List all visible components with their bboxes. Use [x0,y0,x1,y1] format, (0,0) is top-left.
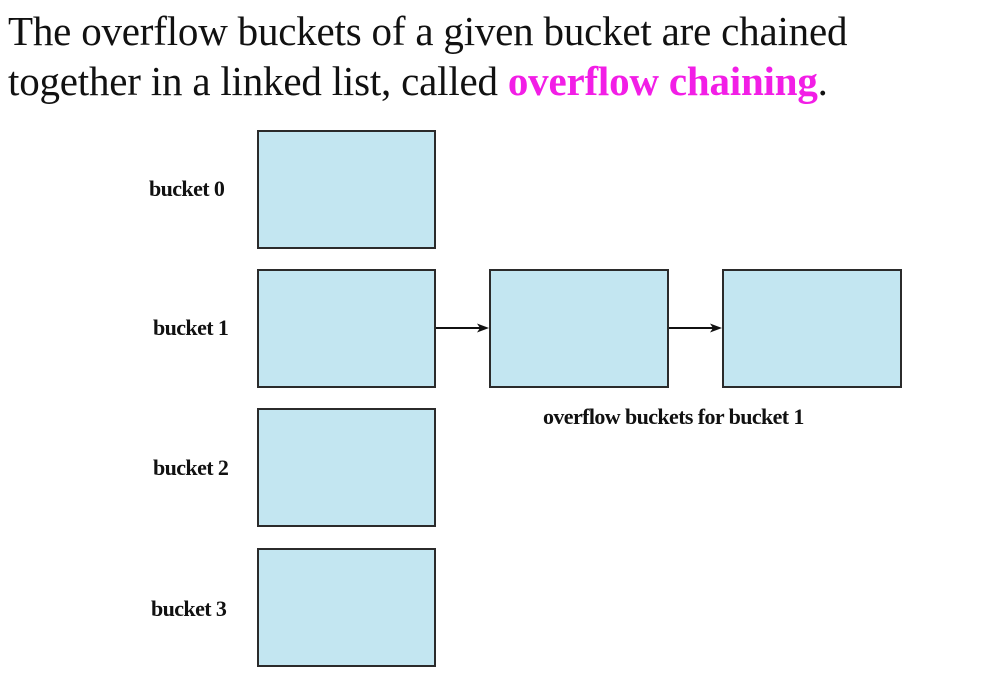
overflow-bucket-1-box [489,269,669,388]
bucket-2-label: bucket 2 [153,455,229,480]
bucket-0-label: bucket 0 [149,176,225,201]
bucket-1-box [257,269,436,388]
bucket-1-label: bucket 1 [153,315,229,340]
bucket-3-box [257,548,436,667]
overflow-chaining-term: overflow chaining [507,58,818,104]
bucket-3-label: bucket 3 [151,596,227,621]
heading-line-2: together in a linked list, called overfl… [8,56,988,106]
slide-heading: The overflow buckets of a given bucket a… [8,6,988,106]
bucket-0-box [257,130,436,249]
overflow-buckets-caption: overflow buckets for bucket 1 [543,404,804,429]
arrow-bucket-1-to-overflow-1 [436,323,489,333]
arrow-overflow-1-to-overflow-2 [669,323,722,333]
heading-line-1: The overflow buckets of a given bucket a… [8,8,848,54]
bucket-2-box [257,408,436,527]
heading-line-2-suffix: . [817,58,828,104]
overflow-bucket-2-box [722,269,902,388]
heading-line-2-prefix: together in a linked list, called [8,58,508,104]
